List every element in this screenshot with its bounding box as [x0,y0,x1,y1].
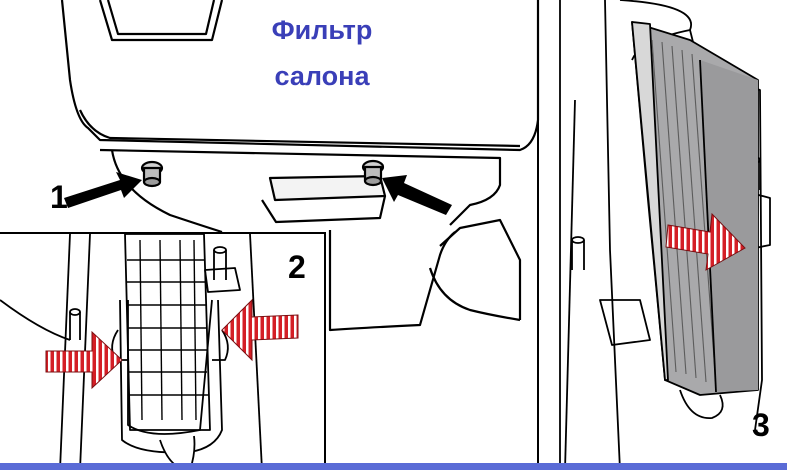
black-arrow-icon [64,172,142,208]
step-number-2: 2 [288,249,306,285]
cabin-filter-element [631,21,759,396]
diagram-title-line-2: салона [274,61,370,91]
bottom-accent-bar [0,463,787,470]
step-number-1: 1 [50,179,68,215]
panel-main [60,0,540,332]
diagram-title-line-1: Фильтр [271,15,373,45]
striped-red-arrow-icon [45,330,123,390]
step-number-3: 3 [752,407,770,443]
panel-borders [0,0,539,470]
black-arrow-icon [382,175,452,215]
striped-red-arrow-icon [665,212,746,271]
striped-red-arrow-icon [221,298,299,362]
